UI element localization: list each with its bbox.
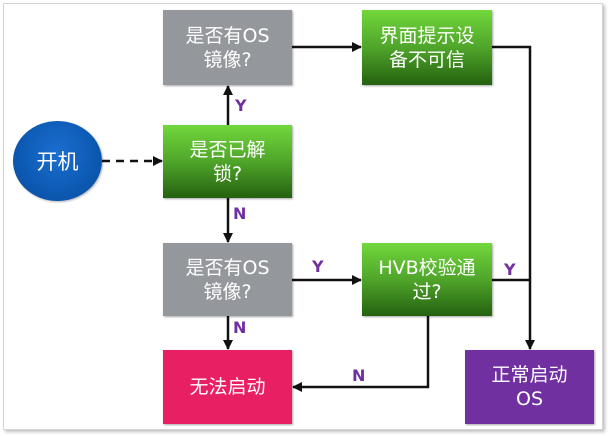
edge-label-unlocked-yes: Y (235, 96, 247, 115)
unlocked-check-line2: 锁? (212, 162, 243, 185)
edge-label-os-bottom-yes: Y (312, 257, 324, 276)
os-image-check-top-line2: 镜像? (203, 48, 252, 71)
edge-label-unlocked-no: N (233, 204, 247, 223)
unlocked-check-line1: 是否已解 (189, 138, 266, 161)
os-image-check-top-line1: 是否有OS (185, 24, 270, 47)
os-image-check-bottom-line1: 是否有OS (185, 256, 270, 279)
edge-label-hvb-yes: Y (504, 260, 516, 279)
edge-warning-to-boot-ok (492, 45, 535, 350)
boot-ok-line2: OS (515, 388, 543, 410)
unlocked-check-node: 是否已解 锁? (163, 125, 292, 198)
hvb-check-line1: HVB校验通 (378, 256, 476, 279)
untrusted-warning-line1: 界面提示设 (379, 24, 475, 47)
hvb-check-node: HVB校验通 过? (362, 243, 492, 316)
boot-ok-line1: 正常启动 (491, 364, 568, 386)
hvb-check-line2: 过? (412, 280, 442, 303)
boot-fail-node: 无法启动 (163, 350, 292, 424)
boot-fail-label: 无法启动 (189, 376, 266, 398)
os-image-check-top-node: 是否有OS 镜像? (163, 10, 292, 85)
edge-label-os-bottom-no: N (233, 318, 247, 337)
edge-hvb-no (292, 316, 430, 392)
start-node-label: 开机 (36, 150, 79, 174)
untrusted-warning-line2: 备不可信 (388, 48, 465, 71)
untrusted-warning-node: 界面提示设 备不可信 (362, 10, 492, 85)
os-image-check-bottom-node: 是否有OS 镜像? (163, 243, 292, 316)
boot-ok-node: 正常启动 OS (465, 350, 594, 424)
edge-label-hvb-no: N (352, 366, 366, 385)
start-node: 开机 (13, 121, 102, 201)
os-image-check-bottom-line2: 镜像? (203, 280, 252, 303)
